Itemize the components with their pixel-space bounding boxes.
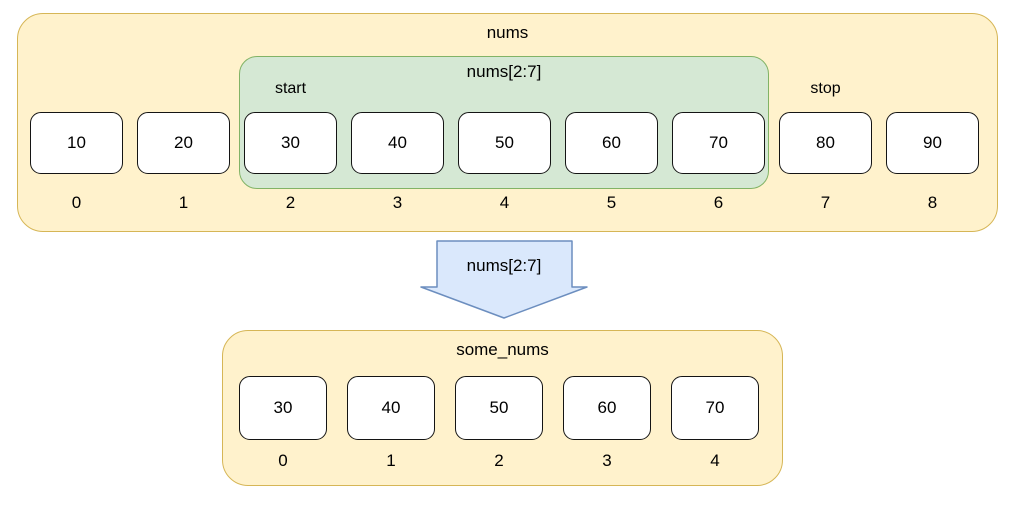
index-label: 4 — [710, 451, 720, 470]
index-label: 1 — [178, 193, 189, 212]
nums-list-container: nums nums[2:7] start stop 10 20 30 40 50… — [17, 13, 998, 232]
arrow-label: nums[2:7] — [467, 256, 542, 275]
start-marker-label: start — [274, 80, 307, 97]
some-nums-cells-row: 30 40 50 60 70 — [239, 376, 759, 440]
list-cell: 60 — [565, 112, 658, 174]
list-cell: 20 — [137, 112, 230, 174]
list-cell: 30 — [239, 376, 327, 440]
some-nums-list-container: some_nums 30 40 50 60 70 0 1 2 3 4 — [222, 330, 783, 486]
list-cell: 50 — [458, 112, 551, 174]
nums-index-row: 0 1 2 3 4 5 6 7 8 — [30, 193, 979, 213]
slice-region-label: nums[2:7] — [466, 62, 542, 81]
list-cell: 40 — [351, 112, 444, 174]
slice-arrow: nums[2:7] — [420, 240, 588, 319]
index-label: 4 — [499, 193, 510, 212]
list-cell: 90 — [886, 112, 979, 174]
index-label: 0 — [71, 193, 82, 212]
list-cell: 70 — [672, 112, 765, 174]
list-cell: 70 — [671, 376, 759, 440]
index-label: 5 — [606, 193, 617, 212]
index-label: 2 — [494, 451, 504, 470]
list-cell: 40 — [347, 376, 435, 440]
list-cell: 30 — [244, 112, 337, 174]
list-cell: 10 — [30, 112, 123, 174]
list-cell: 80 — [779, 112, 872, 174]
index-label: 6 — [713, 193, 724, 212]
some-nums-title: some_nums — [456, 340, 549, 359]
index-label: 3 — [602, 451, 612, 470]
list-cell: 60 — [563, 376, 651, 440]
index-label: 3 — [392, 193, 403, 212]
index-label: 8 — [927, 193, 938, 212]
index-label: 7 — [820, 193, 831, 212]
list-cell: 50 — [455, 376, 543, 440]
nums-cells-row: 10 20 30 40 50 60 70 80 90 — [30, 112, 979, 174]
stop-marker-label: stop — [810, 80, 841, 97]
down-arrow-icon — [420, 240, 588, 319]
index-label: 2 — [285, 193, 296, 212]
index-label: 0 — [278, 451, 288, 470]
index-label: 1 — [386, 451, 396, 470]
nums-title: nums — [486, 23, 529, 42]
some-nums-index-row: 0 1 2 3 4 — [239, 451, 759, 471]
